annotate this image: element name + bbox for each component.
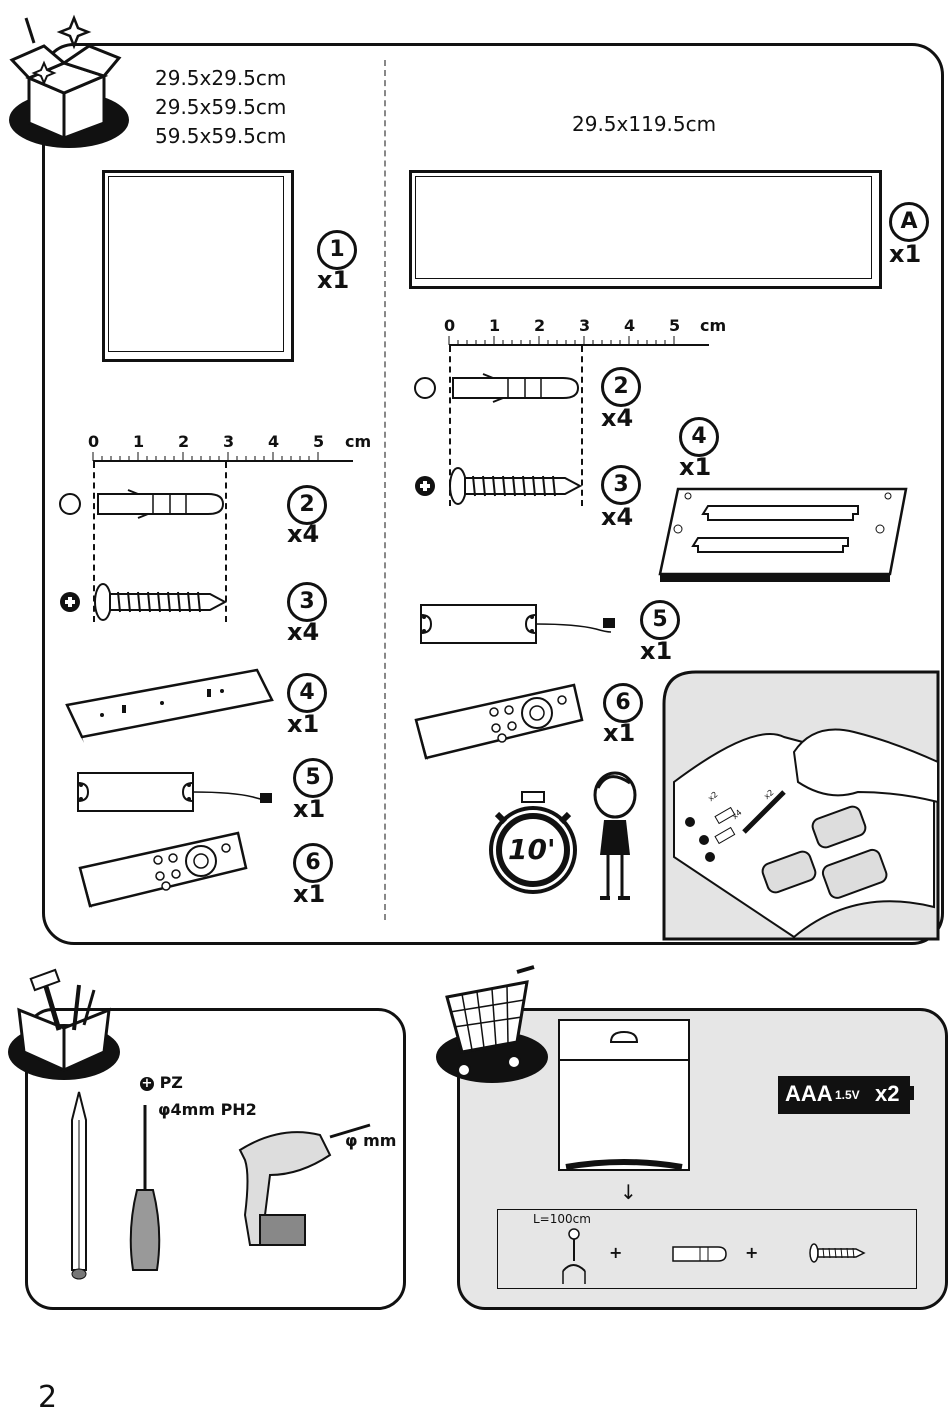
wall-plug-icon <box>58 488 233 528</box>
part-number-6: 6 <box>293 843 333 883</box>
size-2: 29.5x59.5cm <box>155 93 286 122</box>
right-part-number-4: 4 <box>679 417 719 457</box>
right-ruler-tick-4: 4 <box>624 316 635 335</box>
left-ruler-tick-0: 0 <box>88 432 99 451</box>
part-number-4: 4 <box>287 673 327 713</box>
wall-plug-icon <box>670 1244 730 1264</box>
part-qty-6: x1 <box>293 880 325 908</box>
battery-badge: AAA 1.5V x2 <box>778 1076 910 1114</box>
right-part-qty-3: x4 <box>601 503 633 531</box>
accessory-bag-icon <box>556 1017 692 1177</box>
long-panel-inner <box>415 176 872 279</box>
part-qty-5: x1 <box>293 795 325 823</box>
part-qty-2: x4 <box>287 520 319 548</box>
panel-letter-a: A <box>889 202 929 242</box>
right-part-qty-2: x4 <box>601 404 633 432</box>
panel-divider <box>384 60 386 920</box>
person-icon <box>590 770 645 905</box>
left-ruler-unit: cm <box>345 432 371 451</box>
sticker-sheet-scene <box>664 672 938 939</box>
toolbox-icon <box>4 970 129 1085</box>
right-ruler-tick-1: 1 <box>489 316 500 335</box>
wall-plug-icon <box>413 372 588 412</box>
part-number-1: 1 <box>317 230 357 270</box>
remote-control-icon <box>414 680 584 760</box>
left-ruler-tick-2: 2 <box>178 432 189 451</box>
right-part-number-2: 2 <box>601 367 641 407</box>
part-number-3: 3 <box>287 582 327 622</box>
phillips-plus-icon: + <box>140 1077 154 1091</box>
remote-control-icon <box>78 828 248 908</box>
battery-type: AAA <box>785 1081 833 1107</box>
pz-label: + PZ <box>140 1073 183 1092</box>
left-ruler-tick-5: 5 <box>313 432 324 451</box>
drill-icon <box>230 1115 380 1255</box>
led-driver-icon <box>418 600 628 650</box>
right-ruler-tick-0: 0 <box>444 316 455 335</box>
plus-sign-1: + <box>609 1243 622 1262</box>
part-qty-4: x1 <box>287 710 319 738</box>
left-ruler-tick-3: 3 <box>223 432 234 451</box>
left-ruler-tick-1: 1 <box>133 432 144 451</box>
square-panel-inner <box>108 176 284 352</box>
panel-qty-a: x1 <box>889 240 921 268</box>
shopping-cart-icon <box>432 962 552 1087</box>
part-qty-3: x4 <box>287 618 319 646</box>
screw-icon <box>413 464 588 508</box>
screwdriver-icon <box>125 1100 165 1280</box>
battery-qty: x2 <box>875 1081 899 1107</box>
arrow-down-icon: ↓ <box>620 1180 637 1204</box>
cable-length-label: L=100cm <box>533 1212 591 1226</box>
part-number-5: 5 <box>293 758 333 798</box>
right-part-number-5: 5 <box>640 600 680 640</box>
size-1: 29.5x29.5cm <box>155 64 286 93</box>
battery-voltage: 1.5V <box>835 1088 860 1102</box>
page-number: 2 <box>38 1380 57 1415</box>
mounting-plate-icon <box>658 484 910 584</box>
right-part-qty-5: x1 <box>640 637 672 665</box>
left-size-list: 29.5x29.5cm 29.5x59.5cm 59.5x59.5cm <box>155 64 286 151</box>
part-number-2: 2 <box>287 485 327 525</box>
battery-terminal-icon <box>908 1086 914 1100</box>
timer-label: 10' <box>508 833 556 866</box>
right-size: 29.5x119.5cm <box>572 110 716 139</box>
led-driver-icon <box>75 768 285 818</box>
right-ruler-unit: cm <box>700 316 726 335</box>
suspension-cable-icon <box>558 1226 598 1286</box>
size-3: 59.5x59.5cm <box>155 122 286 151</box>
right-part-qty-6: x1 <box>603 719 635 747</box>
plus-sign-2: + <box>745 1243 758 1262</box>
right-ruler-tick-3: 3 <box>579 316 590 335</box>
left-ruler-tick-4: 4 <box>268 432 279 451</box>
pz-text: PZ <box>160 1073 183 1092</box>
right-part-qty-4: x1 <box>679 453 711 481</box>
pencil-icon <box>68 1090 90 1285</box>
right-part-number-3: 3 <box>601 465 641 505</box>
right-ruler-tick-5: 5 <box>669 316 680 335</box>
right-part-number-6: 6 <box>603 683 643 723</box>
screw-icon <box>808 1242 868 1264</box>
right-ruler-tick-2: 2 <box>534 316 545 335</box>
part-qty-1: x1 <box>317 266 349 294</box>
mounting-bracket-icon <box>62 665 277 745</box>
screw-icon <box>58 580 233 624</box>
open-box-icon <box>4 8 134 148</box>
